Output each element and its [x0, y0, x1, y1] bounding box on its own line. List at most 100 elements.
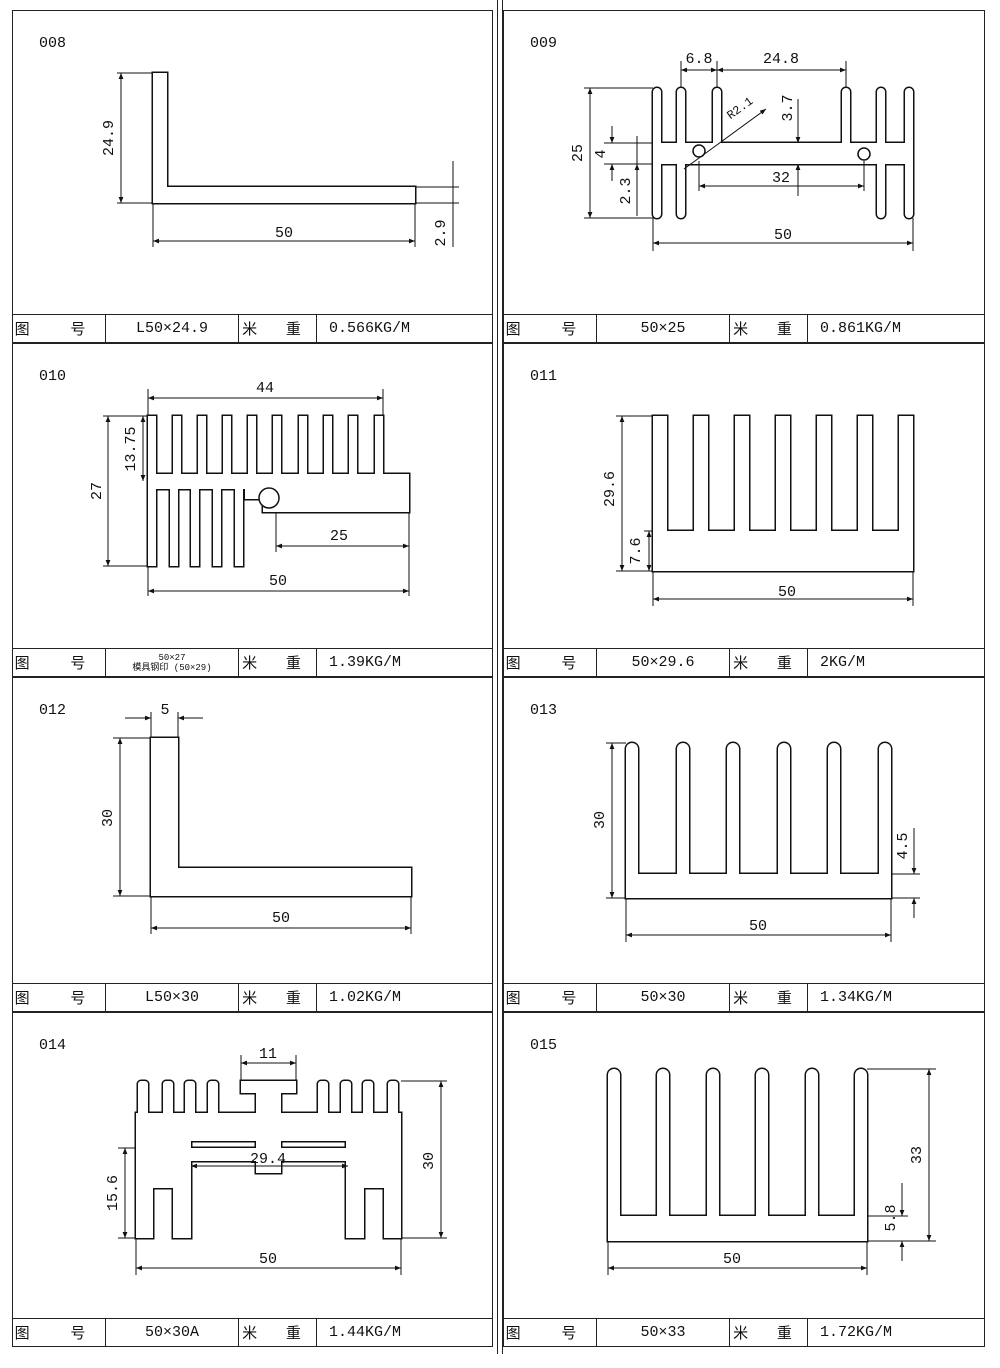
drawing-no-label: 图 号 [13, 984, 106, 1011]
dim-label: 50 [778, 584, 796, 601]
info-row: 图 号 50×27 模具钢印 (50×29) 米 重 1.39KG/M [13, 648, 492, 676]
weight-value: 1.02KG/M [329, 989, 402, 1006]
profile-drawing: 6.8 24.8 25 4 2.3 R2.1 3.7 32 50 [570, 51, 915, 251]
info-row: 图 号 50×25 米 重 0.861KG/M [504, 314, 984, 342]
profile-code: 010 [39, 368, 67, 385]
profile-code: 009 [530, 35, 558, 52]
weight-value: 1.39KG/M [329, 654, 402, 671]
info-row: 图 号 50×29.6 米 重 2KG/M [504, 648, 984, 676]
weight-value: 1.72KG/M [820, 1324, 893, 1341]
dim-label: 4 [593, 149, 610, 158]
dim-label: 50 [272, 910, 290, 927]
profile-card-010: 010 44 13.75 27 25 50 图 号 50× [12, 343, 493, 677]
profile-drawing: 29.6 7.6 50 [602, 414, 915, 606]
dim-label: 7.6 [628, 537, 645, 564]
dim-label: 44 [256, 380, 274, 397]
dim-label: 50 [723, 1251, 741, 1268]
profile-code: 012 [39, 702, 67, 719]
dim-label: 6.8 [685, 51, 712, 68]
drawing-no: 50×27 [158, 652, 186, 663]
drawing-no-value: L50×24.9 [106, 315, 239, 342]
profile-drawing: 33 5.8 50 [606, 1067, 936, 1275]
profile-card-014: 014 11 29.4 30 15.6 50 图 号 50×30A 米 重 1.… [12, 1012, 493, 1347]
profile-card-009: 009 6.8 24.8 25 4 2.3 R2.1 3.7 [503, 10, 985, 343]
drawing-no-label: 图 号 [504, 315, 597, 342]
dim-label: 24.8 [763, 51, 799, 68]
profile-card-013: 013 30 4.5 50 图 号 50×30 米 重 1.34KG/M [503, 677, 985, 1012]
profile-drawing: 11 29.4 30 15.6 50 [105, 1046, 447, 1275]
drawing-no-value: 50×30A [106, 1319, 239, 1346]
weight-label: 米 重 [730, 649, 808, 676]
profile-code: 008 [39, 35, 67, 52]
drawing-no-value: 50×25 [597, 315, 730, 342]
drawing-no-label: 图 号 [504, 649, 597, 676]
dim-label: 50 [749, 918, 767, 935]
drawing-no-value: 50×33 [597, 1319, 730, 1346]
profile-card-012: 012 5 30 50 图 号 L50×30 米 重 1.02KG/M [12, 677, 493, 1012]
info-row: 图 号 50×30A 米 重 1.44KG/M [13, 1318, 492, 1346]
profile-code: 014 [39, 1037, 67, 1054]
weight-value: 0.566KG/M [329, 320, 411, 337]
dim-label: 5 [160, 702, 169, 719]
dim-label: 30 [100, 809, 117, 827]
drawing-no-value: 50×30 [597, 984, 730, 1011]
dim-label: 5.8 [883, 1204, 900, 1231]
profile-code: 011 [530, 368, 558, 385]
profile-card-011: 011 29.6 7.6 50 图 号 50×29.6 米 重 2KG/M [503, 343, 985, 677]
dim-label: 29.4 [250, 1151, 286, 1168]
weight-label: 米 重 [730, 984, 808, 1011]
weight-label: 米 重 [730, 315, 808, 342]
info-row: 图 号 50×33 米 重 1.72KG/M [504, 1318, 984, 1346]
dim-label: 50 [774, 227, 792, 244]
profile-code: 015 [530, 1037, 558, 1054]
dim-label: 50 [269, 573, 287, 590]
dim-label: 30 [421, 1152, 438, 1170]
drawing-no-label: 图 号 [13, 315, 106, 342]
dim-label: 33 [909, 1146, 926, 1164]
dim-label: 2.3 [618, 177, 635, 204]
weight-label: 米 重 [239, 1319, 317, 1346]
dim-label: R2.1 [724, 94, 756, 122]
weight-label: 米 重 [239, 315, 317, 342]
drawing-no-label: 图 号 [13, 1319, 106, 1346]
dim-label: 13.75 [123, 426, 140, 471]
dim-label: 4.5 [895, 832, 912, 859]
profile-card-008: 008 24.9 50 2.9 图 号 L50×24.9 米 重 0.566KG… [12, 10, 493, 343]
drawing-no-note: 模具钢印 (50×29) [132, 662, 212, 673]
column-divider [497, 0, 503, 1354]
profile-drawing: 5 30 50 [100, 702, 413, 934]
weight-label: 米 重 [730, 1319, 808, 1346]
dim-label: 50 [275, 225, 293, 242]
weight-label: 米 重 [239, 984, 317, 1011]
drawing-no-value: 50×27 模具钢印 (50×29) [106, 649, 239, 676]
info-row: 图 号 50×30 米 重 1.34KG/M [504, 983, 984, 1011]
dim-label: 29.6 [602, 471, 619, 507]
dim-label: 32 [772, 170, 790, 187]
weight-value: 1.44KG/M [329, 1324, 402, 1341]
info-row: 图 号 L50×30 米 重 1.02KG/M [13, 983, 492, 1011]
drawing-no-value: L50×30 [106, 984, 239, 1011]
dim-label: 3.7 [780, 94, 797, 121]
profile-drawing: 30 4.5 50 [592, 741, 920, 942]
weight-value: 0.861KG/M [820, 320, 902, 337]
dim-label: 27 [89, 482, 106, 500]
weight-label: 米 重 [239, 649, 317, 676]
weight-value: 1.34KG/M [820, 989, 893, 1006]
dim-label: 25 [570, 144, 587, 162]
drawing-no-label: 图 号 [504, 984, 597, 1011]
profile-drawing: 24.9 50 2.9 [101, 71, 459, 247]
dim-label: 24.9 [101, 120, 118, 156]
info-row: 图 号 L50×24.9 米 重 0.566KG/M [13, 314, 492, 342]
profile-drawing: 44 13.75 27 25 50 [89, 380, 411, 596]
dim-label: 2.9 [433, 219, 450, 246]
drawing-no-label: 图 号 [504, 1319, 597, 1346]
dim-label: 11 [259, 1046, 277, 1063]
drawing-no-label: 图 号 [13, 649, 106, 676]
dim-label: 50 [259, 1251, 277, 1268]
profile-code: 013 [530, 702, 558, 719]
dim-label: 25 [330, 528, 348, 545]
profile-card-015: 015 33 5.8 50 图 号 50×33 米 重 1.72KG/M [503, 1012, 985, 1347]
dim-label: 15.6 [105, 1175, 122, 1211]
drawing-no-value: 50×29.6 [597, 649, 730, 676]
dim-label: 30 [592, 811, 609, 829]
